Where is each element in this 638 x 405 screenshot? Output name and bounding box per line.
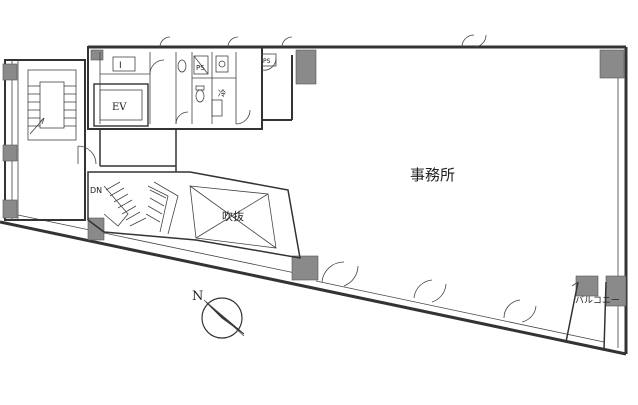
ps-right-label: PS bbox=[263, 58, 271, 65]
office-label: 事務所 bbox=[410, 166, 455, 184]
elevator-label: EV bbox=[112, 102, 127, 113]
kitchen-label: 冷 bbox=[218, 88, 226, 98]
left-staircase bbox=[27, 69, 77, 141]
storage-label: I bbox=[119, 61, 122, 71]
atrium-label: 吹抜 bbox=[222, 209, 244, 223]
balcony-label: バルコニー bbox=[575, 295, 620, 306]
middle-staircase bbox=[87, 171, 301, 259]
column bbox=[291, 255, 319, 281]
hall bbox=[77, 129, 177, 172]
column bbox=[2, 199, 18, 219]
service-core bbox=[87, 34, 487, 130]
columns bbox=[2, 49, 627, 307]
column bbox=[575, 275, 599, 297]
column bbox=[599, 49, 625, 79]
north-label: N bbox=[192, 289, 203, 304]
column bbox=[90, 49, 104, 61]
column bbox=[2, 63, 18, 81]
balcony bbox=[565, 281, 607, 351]
office-doors bbox=[321, 261, 537, 323]
downstairs-label: DN bbox=[90, 186, 102, 195]
column bbox=[295, 49, 317, 85]
outer-walls bbox=[0, 45, 628, 356]
ps-upper-label: PS bbox=[196, 64, 205, 72]
north-compass: N bbox=[192, 289, 245, 339]
column bbox=[2, 144, 18, 162]
